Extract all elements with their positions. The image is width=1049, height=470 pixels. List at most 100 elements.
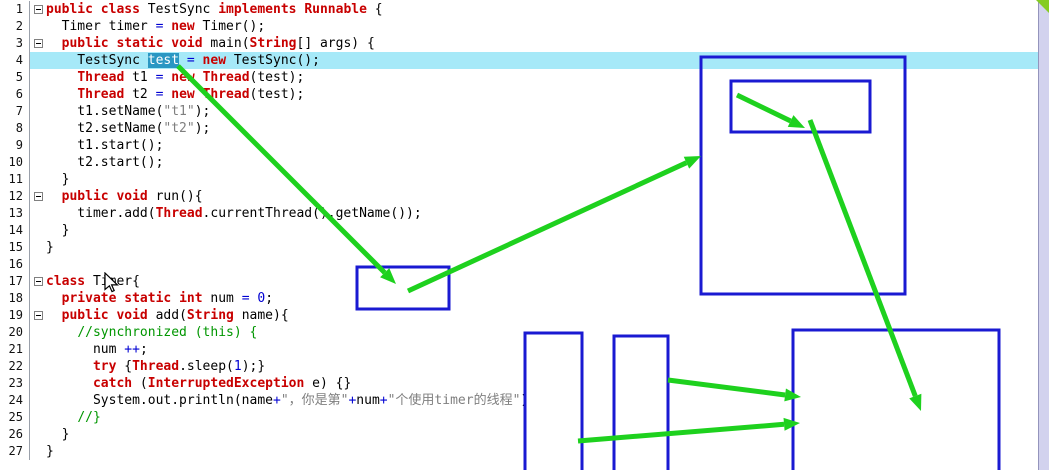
code-text[interactable]: } [46,222,1038,239]
code-token: "t1" [163,104,195,119]
code-text[interactable]: catch (InterruptedException e) {} [46,375,1038,392]
code-text[interactable]: public void run(){ [46,188,1038,205]
code-token: new [202,53,227,68]
fold-gutter-empty [30,18,46,35]
code-text[interactable]: t1.setName("t1"); [46,103,1038,120]
code-line[interactable]: 26 } [0,426,1038,443]
code-text[interactable]: Thread t1 = new Thread(test); [46,69,1038,86]
fold-gutter-empty [30,443,46,460]
fold-gutter[interactable] [30,188,46,205]
code-line[interactable]: 6 Thread t2 = new Thread(test); [0,86,1038,103]
code-line[interactable]: 3 public static void main(String[] args)… [0,35,1038,52]
code-line[interactable]: 12 public void run(){ [0,188,1038,205]
code-text[interactable] [46,256,1038,273]
code-token [195,87,203,102]
code-text[interactable]: TestSync test = new TestSync(); [46,52,1038,69]
collapse-minus-icon[interactable] [33,311,43,320]
code-text[interactable]: } [46,426,1038,443]
code-text[interactable]: public class TestSync implements Runnabl… [46,1,1038,18]
fold-gutter-empty [30,171,46,188]
code-text[interactable]: Timer timer = new Timer(); [46,18,1038,35]
fold-gutter-empty [30,120,46,137]
collapse-minus-icon[interactable] [33,39,43,48]
line-number: 23 [0,375,30,392]
code-text[interactable]: num ++; [46,341,1038,358]
code-token: Timer(); [194,19,266,34]
code-line[interactable]: 23 catch (InterruptedException e) {} [0,375,1038,392]
code-token: .sleep( [179,359,234,374]
line-number: 15 [0,239,30,256]
code-line[interactable]: 20 //synchronized (this) { [0,324,1038,341]
code-token: static [116,36,164,51]
fold-gutter[interactable] [30,273,46,290]
code-line[interactable]: 15} [0,239,1038,256]
code-token: .currentThread().getName()); [202,206,422,221]
collapse-minus-icon[interactable] [33,5,43,14]
code-line[interactable]: 18 private static int num = 0; [0,290,1038,307]
code-text[interactable]: } [46,171,1038,188]
line-number: 18 [0,290,30,307]
code-token: } [46,223,70,238]
code-text[interactable]: System.out.println(name+"，你是第"+num+"个使用t… [46,392,1038,409]
line-number: 6 [0,86,30,103]
code-text[interactable]: t2.setName("t2"); [46,120,1038,137]
code-text[interactable]: Thread t2 = new Thread(test); [46,86,1038,103]
code-line[interactable]: 9 t1.start(); [0,137,1038,154]
fold-gutter-empty [30,222,46,239]
collapse-minus-icon[interactable] [33,277,43,286]
code-token: ( [132,376,148,391]
code-line[interactable]: 10 t2.start(); [0,154,1038,171]
code-line[interactable]: 14 } [0,222,1038,239]
code-text[interactable]: timer.add(Thread.currentThread().getName… [46,205,1038,222]
code-text[interactable]: //synchronized (this) { [46,324,1038,341]
annotation-pen-corner-icon [1036,0,1049,13]
code-line[interactable]: 27} [0,443,1038,460]
code-text[interactable]: private static int num = 0; [46,290,1038,307]
line-number: 24 [0,392,30,409]
code-text[interactable]: } [46,443,1038,460]
code-text[interactable]: t1.start(); [46,137,1038,154]
code-line[interactable]: 19 public void add(String name){ [0,307,1038,324]
fold-gutter[interactable] [30,35,46,52]
code-line[interactable]: 8 t2.setName("t2"); [0,120,1038,137]
code-line[interactable]: 4 TestSync test = new TestSync(); [0,52,1038,69]
code-token: num [202,291,242,306]
code-token: Thread [77,70,125,85]
code-text[interactable]: } [46,239,1038,256]
line-number: 3 [0,35,30,52]
code-text[interactable]: try {Thread.sleep(1);} [46,358,1038,375]
code-text[interactable]: public static void main(String[] args) { [46,35,1038,52]
code-line[interactable]: 2 Timer timer = new Timer(); [0,18,1038,35]
code-token: Timer{ [85,274,140,289]
fold-gutter-empty [30,324,46,341]
code-token [46,308,62,323]
code-line[interactable]: 24 System.out.println(name+"，你是第"+num+"个… [0,392,1038,409]
code-line[interactable]: 5 Thread t1 = new Thread(test); [0,69,1038,86]
fold-gutter[interactable] [30,307,46,324]
code-line[interactable]: 16 [0,256,1038,273]
fold-gutter-empty [30,103,46,120]
code-line[interactable]: 21 num ++; [0,341,1038,358]
collapse-minus-icon[interactable] [33,192,43,201]
code-token: String [186,308,234,323]
code-text[interactable]: class Timer{ [46,273,1038,290]
code-text[interactable]: public void add(String name){ [46,307,1038,324]
code-text[interactable]: //} [46,409,1038,426]
code-line[interactable]: 13 timer.add(Thread.currentThread().getN… [0,205,1038,222]
code-line[interactable]: 25 //} [0,409,1038,426]
code-token: public [61,189,109,204]
fold-gutter[interactable] [30,1,46,18]
code-token: = [155,70,164,85]
vertical-scrollbar[interactable] [1038,0,1049,470]
code-line[interactable]: 11 } [0,171,1038,188]
fold-gutter-empty [30,52,46,69]
selected-text: test [147,53,180,68]
code-text[interactable]: t2.start(); [46,154,1038,171]
code-line[interactable]: 22 try {Thread.sleep(1);} [0,358,1038,375]
fold-gutter-empty [30,69,46,86]
code-line[interactable]: 7 t1.setName("t1"); [0,103,1038,120]
